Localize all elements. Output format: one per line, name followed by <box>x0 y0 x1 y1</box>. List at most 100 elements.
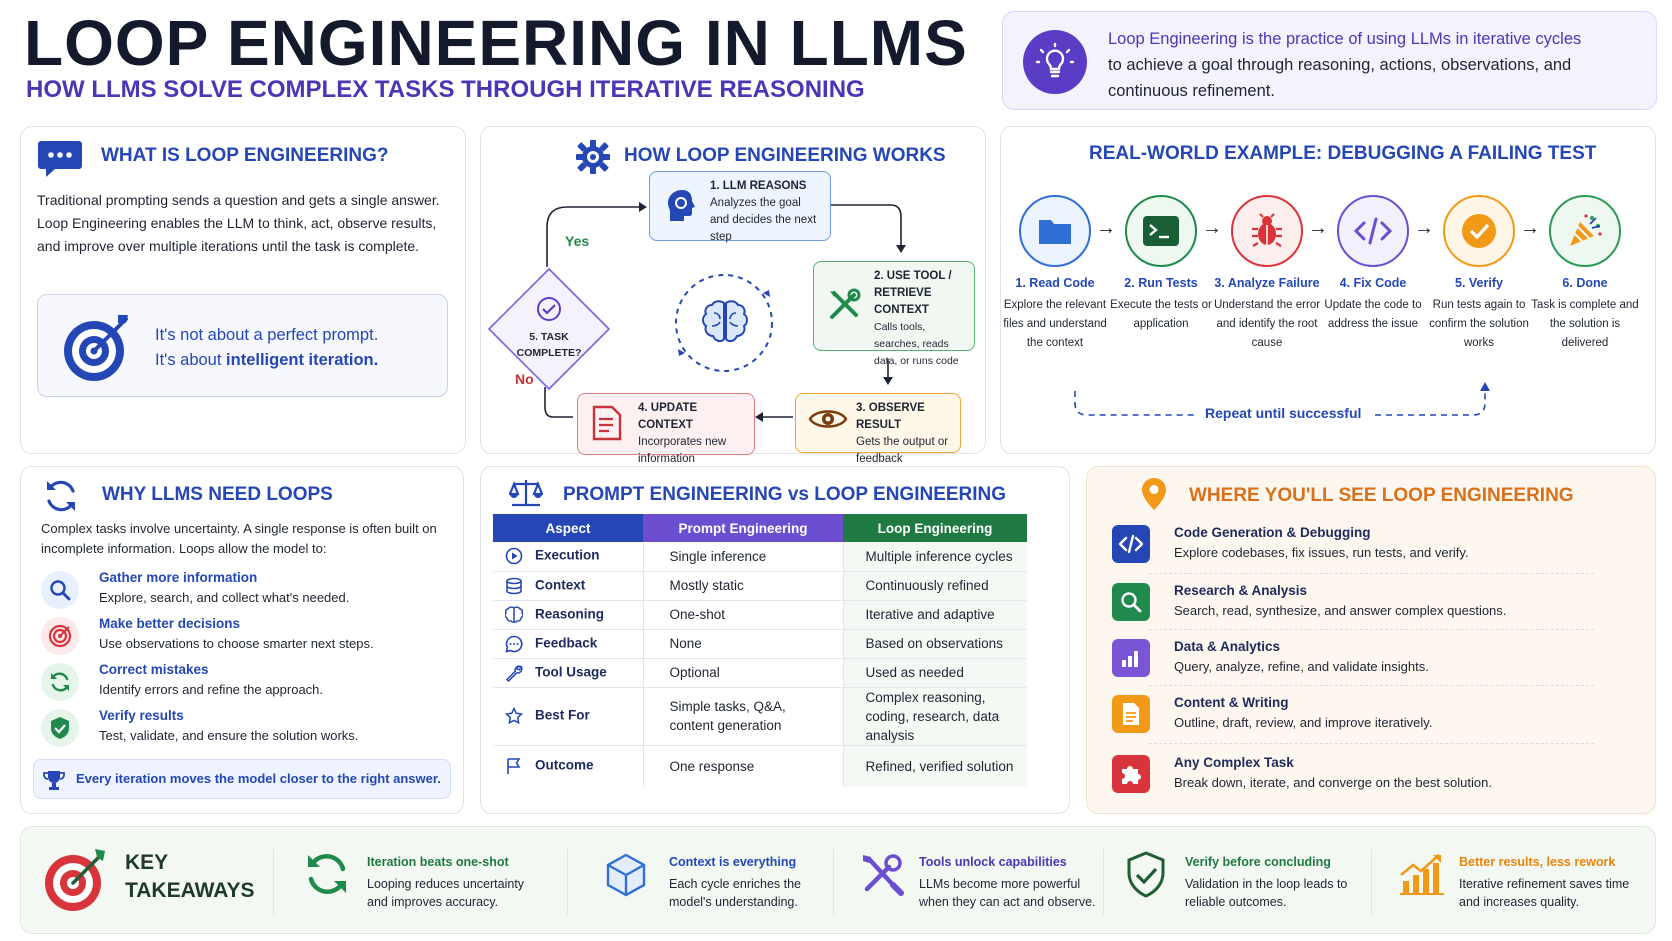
loop-cell: Based on observations <box>842 629 1027 659</box>
no-label: No <box>515 371 534 387</box>
quote-line1: It's not about a perfect prompt. <box>155 326 379 344</box>
where-item-title: Data & Analytics <box>1174 639 1281 654</box>
where-item-desc: Explore codebases, fix issues, run tests… <box>1174 545 1469 560</box>
loop-cell: Complex reasoning, coding, research, dat… <box>842 687 1027 746</box>
why-item-desc: Identify errors and refine the approach. <box>99 682 324 697</box>
takeaways-heading-line2: TAKEAWAYS <box>125 879 255 902</box>
gear-icon <box>575 139 611 180</box>
divider <box>1149 743 1594 744</box>
arrow-3: → <box>1308 217 1328 239</box>
page-subtitle: HOW LLMS SOLVE COMPLEX TASKS THROUGH ITE… <box>26 76 865 103</box>
document-page-icon <box>1112 695 1150 733</box>
why-item-title: Correct mistakes <box>99 662 209 677</box>
flow-step-task-complete: 5. TASK COMPLETE? <box>487 267 611 391</box>
compare-heading: PROMPT ENGINEERING vs LOOP ENGINEERING <box>563 484 1007 505</box>
where-item-title: Any Complex Task <box>1174 755 1294 770</box>
target-icon <box>60 309 136 390</box>
takeaway-title: Better results, less rework <box>1459 855 1616 869</box>
takeaways-card: KEY TAKEAWAYS Iteration beats one-shot L… <box>20 826 1656 934</box>
table-row: Reasoning One-shot Iterative and adaptiv… <box>493 600 1027 630</box>
why-intro: Complex tasks involve uncertainty. A sin… <box>41 521 437 556</box>
trophy-icon <box>43 769 65 796</box>
example-step-1-title: 1. Read Code <box>1015 276 1095 290</box>
prompt-cell: Single inference <box>642 542 843 572</box>
takeaway-title: Tools unlock capabilities <box>919 855 1067 869</box>
takeaways-heading-line1: KEY <box>125 851 169 874</box>
why-heading: WHY LLMS NEED LOOPS <box>102 484 333 505</box>
example-step-5-desc: Run tests again to confirm the solution … <box>1429 299 1529 349</box>
takeaway-desc: Looping reduces uncertainty and improves… <box>367 877 525 909</box>
definition-lead: Loop Engineering is the practice of usin… <box>1108 30 1582 48</box>
why-item-title: Verify results <box>99 708 184 723</box>
takeaway-title: Verify before concluding <box>1185 855 1331 869</box>
page-title: LOOP ENGINEERING IN LLMS <box>24 7 968 79</box>
arrow-2: → <box>1202 217 1222 239</box>
table-row: Outcome One response Refined, verified s… <box>493 745 1027 787</box>
where-item-desc: Break down, iterate, and converge on the… <box>1174 775 1492 790</box>
table-row: Tool Usage Optional Used as needed <box>493 658 1027 688</box>
example-step-1-desc: Explore the relevant files and understan… <box>1003 299 1107 349</box>
star-icon <box>504 706 524 725</box>
repeat-label: Repeat until successful <box>1205 405 1362 421</box>
location-pin-icon <box>1141 477 1167 516</box>
definition-text: Loop Engineering is the practice of usin… <box>1108 26 1638 104</box>
example-step-3-title: 3. Analyze Failure <box>1214 276 1320 290</box>
where-item-desc: Outline, draft, review, and improve iter… <box>1174 715 1433 730</box>
flow-connectors <box>544 202 906 422</box>
flow-step-observe-result: 3. OBSERVE RESULT Gets the output or fee… <box>795 393 961 465</box>
aspect-cell: Tool Usage <box>535 664 607 680</box>
bar-chart-icon <box>1112 639 1150 677</box>
head-icon <box>662 187 700 225</box>
search-icon <box>41 571 79 609</box>
example-step-4-title: 4. Fix Code <box>1339 276 1407 290</box>
flow-step-use-tool: 2. USE TOOL / RETRIEVE CONTEXT Calls too… <box>813 261 975 367</box>
takeaway-desc: Iterative refinement saves time and incr… <box>1459 877 1630 909</box>
takeaway-iteration: Iteration beats one-shot Looping reduces… <box>287 827 557 931</box>
brain-icon <box>700 299 750 352</box>
loop-cell: Refined, verified solution <box>842 745 1027 787</box>
comparison-table: Aspect Prompt Engineering Loop Engineeri… <box>493 514 1027 787</box>
takeaway-desc: Validation in the loop leads to reliable… <box>1185 877 1348 909</box>
why-footer-text: Every iteration moves the model closer t… <box>76 771 441 786</box>
scales-icon <box>508 478 544 513</box>
chat-bubble-icon <box>37 139 83 184</box>
aspect-cell: Execution <box>535 547 600 563</box>
aspect-cell: Feedback <box>535 635 598 651</box>
where-item-data: Data & Analytics Query, analyze, refine,… <box>1112 637 1592 687</box>
quote-line2: It's about intelligent iteration. <box>155 348 378 373</box>
example-step-6 <box>1549 195 1621 267</box>
arrow-1: → <box>1096 217 1116 239</box>
prompt-cell: One response <box>642 745 843 787</box>
shield-check-large-icon <box>1125 851 1167 904</box>
arrow-5: → <box>1520 217 1540 239</box>
step4-title: 4. UPDATE CONTEXT <box>638 402 698 431</box>
why-item-desc: Test, validate, and ensure the solution … <box>99 728 359 743</box>
cube-icon <box>605 853 647 902</box>
speech-bubble-icon <box>505 635 523 653</box>
takeaway-desc: Each cycle enriches the model's understa… <box>669 877 802 909</box>
where-item-research: Research & Analysis Search, read, synthe… <box>1112 581 1592 631</box>
yes-label: Yes <box>565 233 590 249</box>
why-item-title: Gather more information <box>99 570 258 585</box>
where-item-code: Code Generation & Debugging Explore code… <box>1112 523 1592 573</box>
example-heading: REAL-WORLD EXAMPLE: DEBUGGING A FAILING … <box>1089 143 1597 164</box>
example-step-3-desc: Understand the error and identify the ro… <box>1213 299 1321 349</box>
divider <box>1103 849 1104 915</box>
where-item-title: Research & Analysis <box>1174 583 1308 598</box>
check-circle-icon <box>1462 214 1496 248</box>
divider <box>273 849 274 915</box>
table-row: Feedback None Based on observations <box>493 629 1027 659</box>
growth-chart-icon <box>1399 853 1445 900</box>
aspect-cell: Best For <box>535 707 590 723</box>
example-step-5 <box>1443 195 1515 267</box>
bug-icon <box>1252 213 1282 247</box>
where-item-title: Content & Writing <box>1174 695 1289 710</box>
what-heading: WHAT IS LOOP ENGINEERING? <box>101 145 389 166</box>
table-row: Execution Single inference Multiple infe… <box>493 542 1027 572</box>
step2-desc: Calls tools, searches, reads data, or ru… <box>874 321 959 367</box>
example-step-1 <box>1019 195 1091 267</box>
quote-box: It's not about a perfect prompt. It's ab… <box>37 294 448 397</box>
quote-line2-bold: intelligent iteration. <box>226 351 379 369</box>
comparison-card: PROMPT ENGINEERING vs LOOP ENGINEERING A… <box>480 466 1070 814</box>
what-body: Traditional prompting sends a question a… <box>37 192 440 254</box>
